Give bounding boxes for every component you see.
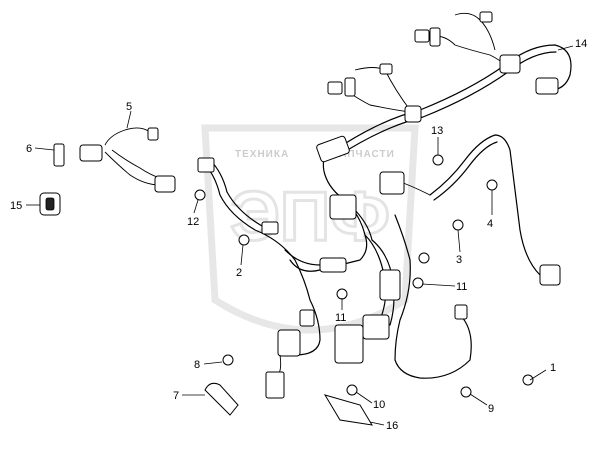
- left-harness: [197, 157, 321, 399]
- watermark-word-2: ЗАПЧАСТИ: [332, 149, 395, 160]
- callout-6: 6: [26, 143, 32, 155]
- callout-2: 2: [236, 267, 242, 279]
- sub-harness-5: [79, 127, 176, 193]
- callout-8: 8: [194, 359, 200, 371]
- right-harness: [379, 134, 561, 286]
- watermark-letters: ЭПФ: [230, 177, 390, 255]
- callout-3: 3: [456, 254, 462, 266]
- watermark-logo: ТЕХНИКА ЗАПЧАСТИ ЭПФ: [201, 124, 419, 334]
- callout-15: 15: [10, 200, 22, 212]
- callout-10: 10: [373, 399, 385, 411]
- callout-11-left: 11: [335, 312, 346, 324]
- callouts: 1 2 3 4 5 6 7 8 9 10 11 11 12 13 14 15 1: [10, 38, 587, 432]
- callout-11-right: 11: [456, 281, 467, 293]
- loose-parts: [39, 143, 534, 426]
- central-harness: [284, 194, 472, 379]
- watermark-word-1: ТЕХНИКА: [235, 149, 289, 160]
- callout-16: 16: [386, 420, 398, 432]
- callout-13: 13: [431, 125, 443, 137]
- callout-14: 14: [575, 38, 587, 50]
- callout-12: 12: [187, 216, 199, 228]
- callout-1: 1: [550, 362, 556, 374]
- callout-5: 5: [126, 101, 132, 113]
- callout-4: 4: [487, 218, 493, 230]
- upper-harness: [316, 11, 572, 201]
- callout-7: 7: [173, 390, 179, 402]
- callout-9: 9: [488, 403, 494, 415]
